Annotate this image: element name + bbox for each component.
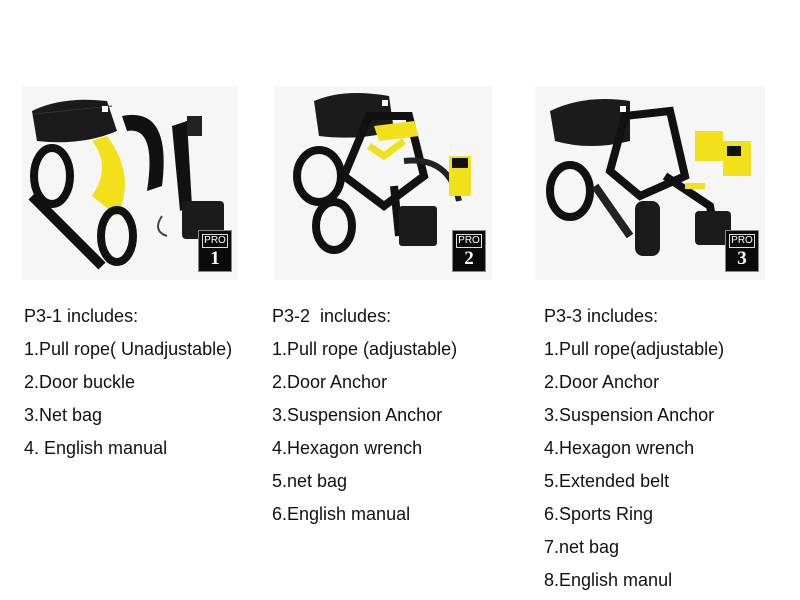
package-item: 4.Hexagon wrench	[544, 438, 695, 458]
pro-badge: PRO 1	[198, 230, 232, 272]
package-list-p3-1: P3-1 includes: 1.Pull rope( Unadjustable…	[24, 300, 232, 465]
pro-number: 2	[464, 248, 474, 269]
product-photo-p3-2: PRO 2	[274, 86, 492, 280]
package-item: 8.English manul	[544, 570, 673, 590]
package-item: 3.Suspension Anchor	[272, 405, 443, 425]
package-item: 4.Hexagon wrench	[272, 438, 423, 458]
package-item: 7.net bag	[544, 537, 620, 557]
package-item: 6.English manual	[272, 504, 411, 524]
package-item: 3.Suspension Anchor	[544, 405, 715, 425]
package-item: 1.Pull rope(adjustable)	[544, 339, 725, 359]
product-photo-p3-3: PRO 3	[535, 86, 765, 280]
pro-number: 3	[737, 248, 747, 269]
package-item: 2.Door buckle	[24, 372, 136, 392]
package-item: 5.net bag	[272, 471, 348, 491]
package-item: 6.Sports Ring	[544, 504, 654, 524]
package-item: 5.Extended belt	[544, 471, 670, 491]
pro-badge: PRO 2	[452, 230, 486, 272]
package-item: 2.Door Anchor	[544, 372, 660, 392]
pro-label: PRO	[729, 234, 755, 248]
package-title: P3-1 includes:	[24, 306, 139, 326]
pro-label: PRO	[456, 234, 482, 248]
package-item: 2.Door Anchor	[272, 372, 388, 392]
product-photo-p3-1: PRO 1	[22, 86, 238, 280]
package-item: 1.Pull rope (adjustable)	[272, 339, 458, 359]
package-item: 4. English manual	[24, 438, 168, 458]
pro-label: PRO	[202, 234, 228, 248]
pro-number: 1	[210, 248, 220, 269]
suspension-trainer-kit-1-image	[22, 86, 238, 280]
package-title: P3-3 includes:	[544, 306, 659, 326]
package-list-p3-3: P3-3 includes: 1.Pull rope(adjustable) 2…	[544, 300, 724, 597]
package-item: 3.Net bag	[24, 405, 103, 425]
package-item: 1.Pull rope( Unadjustable)	[24, 339, 233, 359]
package-list-p3-2: P3-2 includes: 1.Pull rope (adjustable) …	[272, 300, 457, 531]
pro-badge: PRO 3	[725, 230, 759, 272]
package-title: P3-2 includes:	[272, 306, 392, 326]
